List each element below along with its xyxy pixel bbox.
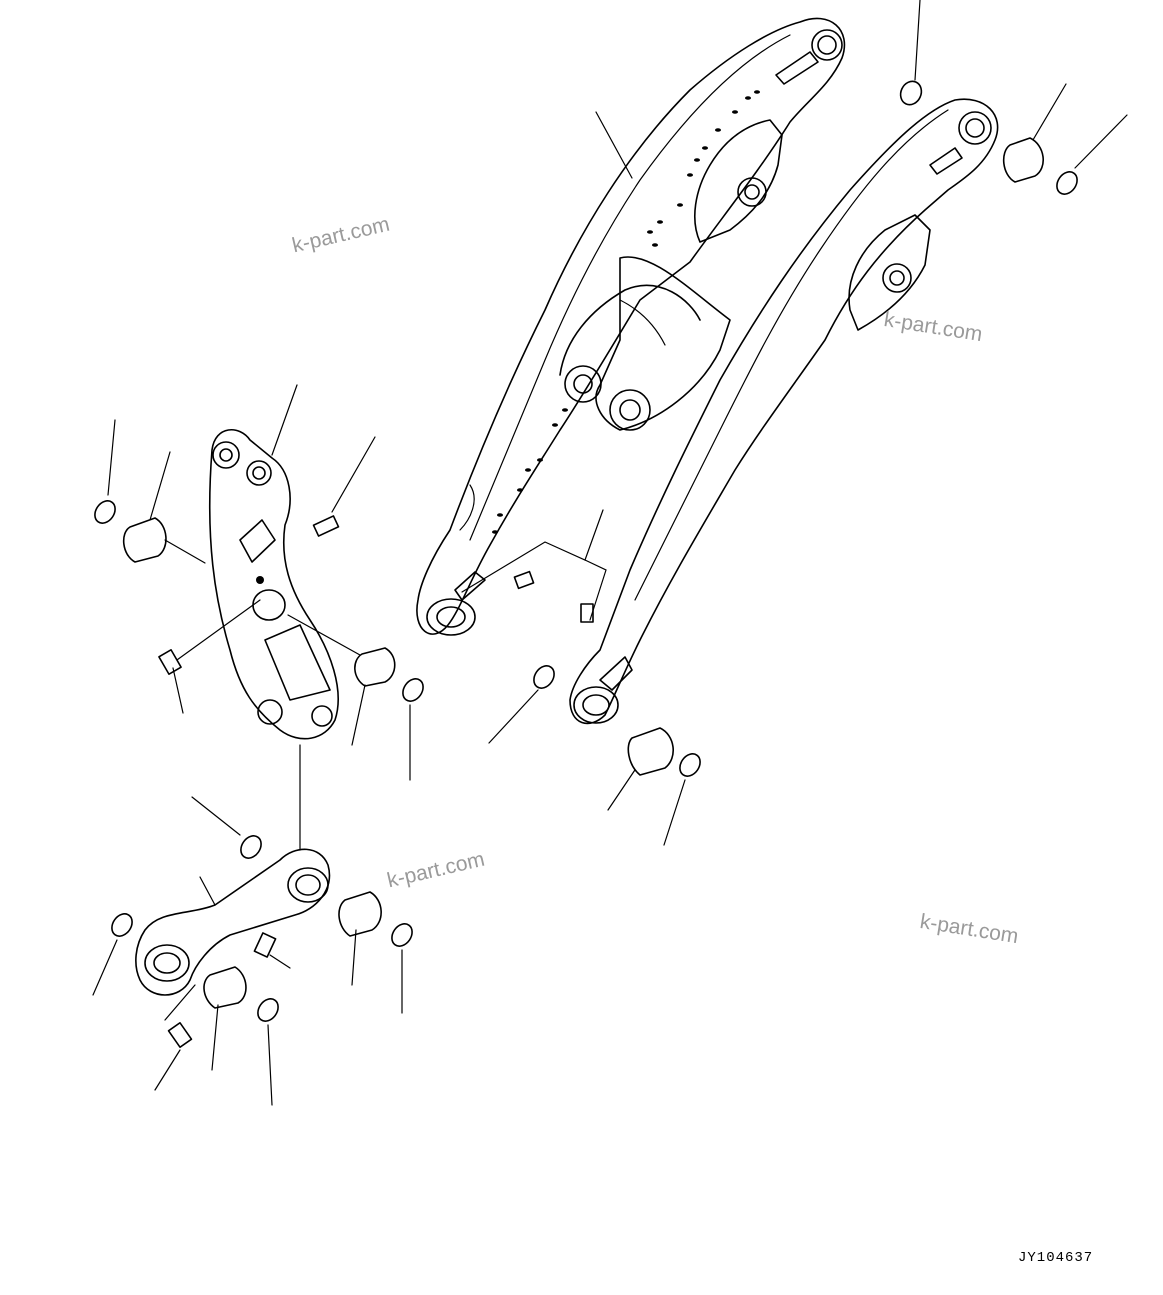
tilt-link <box>135 796 331 996</box>
tilt-link-hardware <box>92 891 413 1106</box>
grease-fitting <box>513 570 594 623</box>
lift-arm-right-beam <box>569 98 999 725</box>
cross-tube <box>559 256 731 431</box>
bellcrank-hardware <box>94 419 424 851</box>
lift-arm-assembly <box>416 0 1128 846</box>
rivet-pattern <box>492 90 760 534</box>
drawing-number: JY104637 <box>1018 1250 1094 1266</box>
bellcrank <box>208 384 339 740</box>
lift-arm-left-beam <box>416 17 846 636</box>
